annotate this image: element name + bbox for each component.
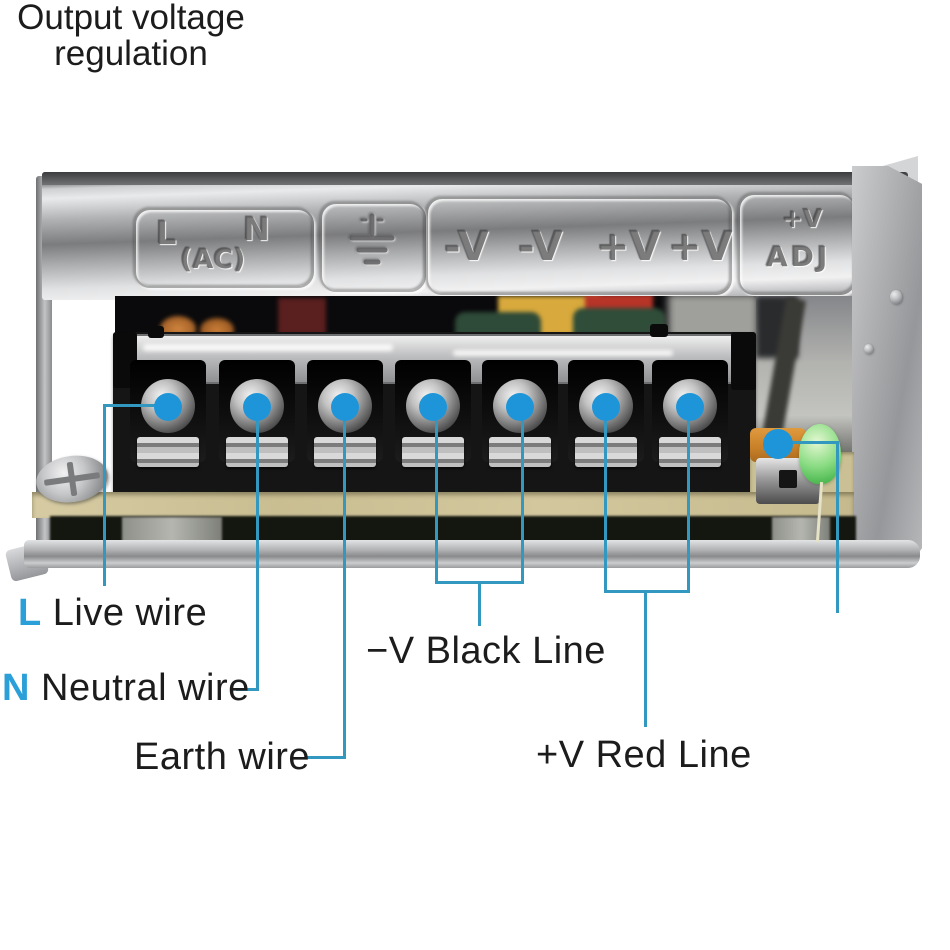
- label-live-wire: L Live wire: [18, 592, 207, 635]
- stamp-box-ac: [134, 208, 314, 288]
- cover-highlight: [143, 344, 393, 351]
- stamp-live-label: L: [156, 214, 177, 252]
- terminal-dot-neutral: [243, 393, 271, 421]
- terminal-clamp: [402, 437, 464, 467]
- earth-ground-icon: [349, 213, 395, 265]
- terminal-dot-live: [154, 393, 182, 421]
- terminal-dot-negV2: [506, 393, 534, 421]
- callout-line-earth: [306, 756, 346, 759]
- cover-clip: [650, 324, 668, 337]
- stamp-posV-1: +V: [596, 224, 661, 270]
- chassis-bottom-flange: [24, 540, 920, 568]
- label-neutral-wire: N Neutral wire: [2, 667, 250, 710]
- label-earth-wire: Earth wire: [134, 736, 311, 778]
- callout-line-regulation: [836, 441, 839, 613]
- stamp-adj-label: ADJ: [766, 240, 831, 273]
- terminal-dot-posV1: [592, 393, 620, 421]
- terminal-dot-negV1: [419, 393, 447, 421]
- callout-bracket-posV: [604, 590, 690, 593]
- label-live-prefix: L: [18, 592, 42, 634]
- adjust-potentiometer-hole: [779, 470, 797, 488]
- callout-line-posV: [687, 420, 690, 593]
- label-output-voltage-regulation: Output voltage regulation: [0, 0, 262, 72]
- pot-dot-regulation: [763, 429, 793, 459]
- stamp-posV-2: +V: [668, 224, 733, 270]
- stamp-negV-1: -V: [444, 224, 489, 270]
- stamp-box-dc: [426, 197, 732, 295]
- stamp-neutral-label: N: [243, 210, 270, 248]
- terminal-clamp: [489, 437, 551, 467]
- chassis-top-edge: [42, 172, 908, 185]
- chassis-right-panel: [852, 166, 922, 562]
- cover-highlight: [453, 350, 673, 356]
- stamp-box-ground: [320, 202, 426, 292]
- terminal-clamp: [137, 437, 199, 467]
- label-neutral-prefix: N: [2, 667, 30, 709]
- label-negV-black-line: −V Black Line: [366, 630, 606, 672]
- label-posV-red-line: +V Red Line: [536, 734, 752, 776]
- callout-line-neutral: [256, 420, 259, 691]
- rivet: [890, 290, 902, 304]
- label-regulation-line1: Output voltage: [17, 0, 245, 37]
- callout-line-neutral: [236, 688, 259, 691]
- callout-line-negV: [521, 420, 524, 584]
- stamp-adj-plusv: +V: [782, 204, 823, 233]
- callout-line-earth: [343, 420, 346, 759]
- callout-stem-posV: [644, 593, 647, 727]
- callout-line-live: [103, 404, 163, 407]
- callout-line-regulation: [790, 441, 839, 444]
- callout-stem-negV: [478, 584, 481, 626]
- terminal-clamp: [659, 437, 721, 467]
- standoff-post: [122, 517, 222, 544]
- stamp-negV-2: -V: [518, 224, 563, 270]
- callout-line-live: [103, 404, 106, 586]
- label-live-text: Live wire: [52, 592, 208, 634]
- label-neutral-text: Neutral wire: [41, 667, 250, 709]
- rivet: [864, 344, 873, 354]
- callout-bracket-negV: [435, 581, 524, 584]
- terminal-dot-posV2: [676, 393, 704, 421]
- pcb-edge: [32, 492, 854, 518]
- cover-end-post: [731, 332, 756, 390]
- chassis-front-stamped-strip: [42, 172, 908, 300]
- label-regulation-line2: regulation: [54, 34, 208, 73]
- terminal-dot-earth: [331, 393, 359, 421]
- stamp-ac-label: (AC): [180, 244, 246, 275]
- cover-clip: [148, 326, 164, 338]
- callout-line-posV: [604, 420, 607, 593]
- power-led-green: [799, 424, 841, 484]
- callout-line-negV: [435, 420, 438, 584]
